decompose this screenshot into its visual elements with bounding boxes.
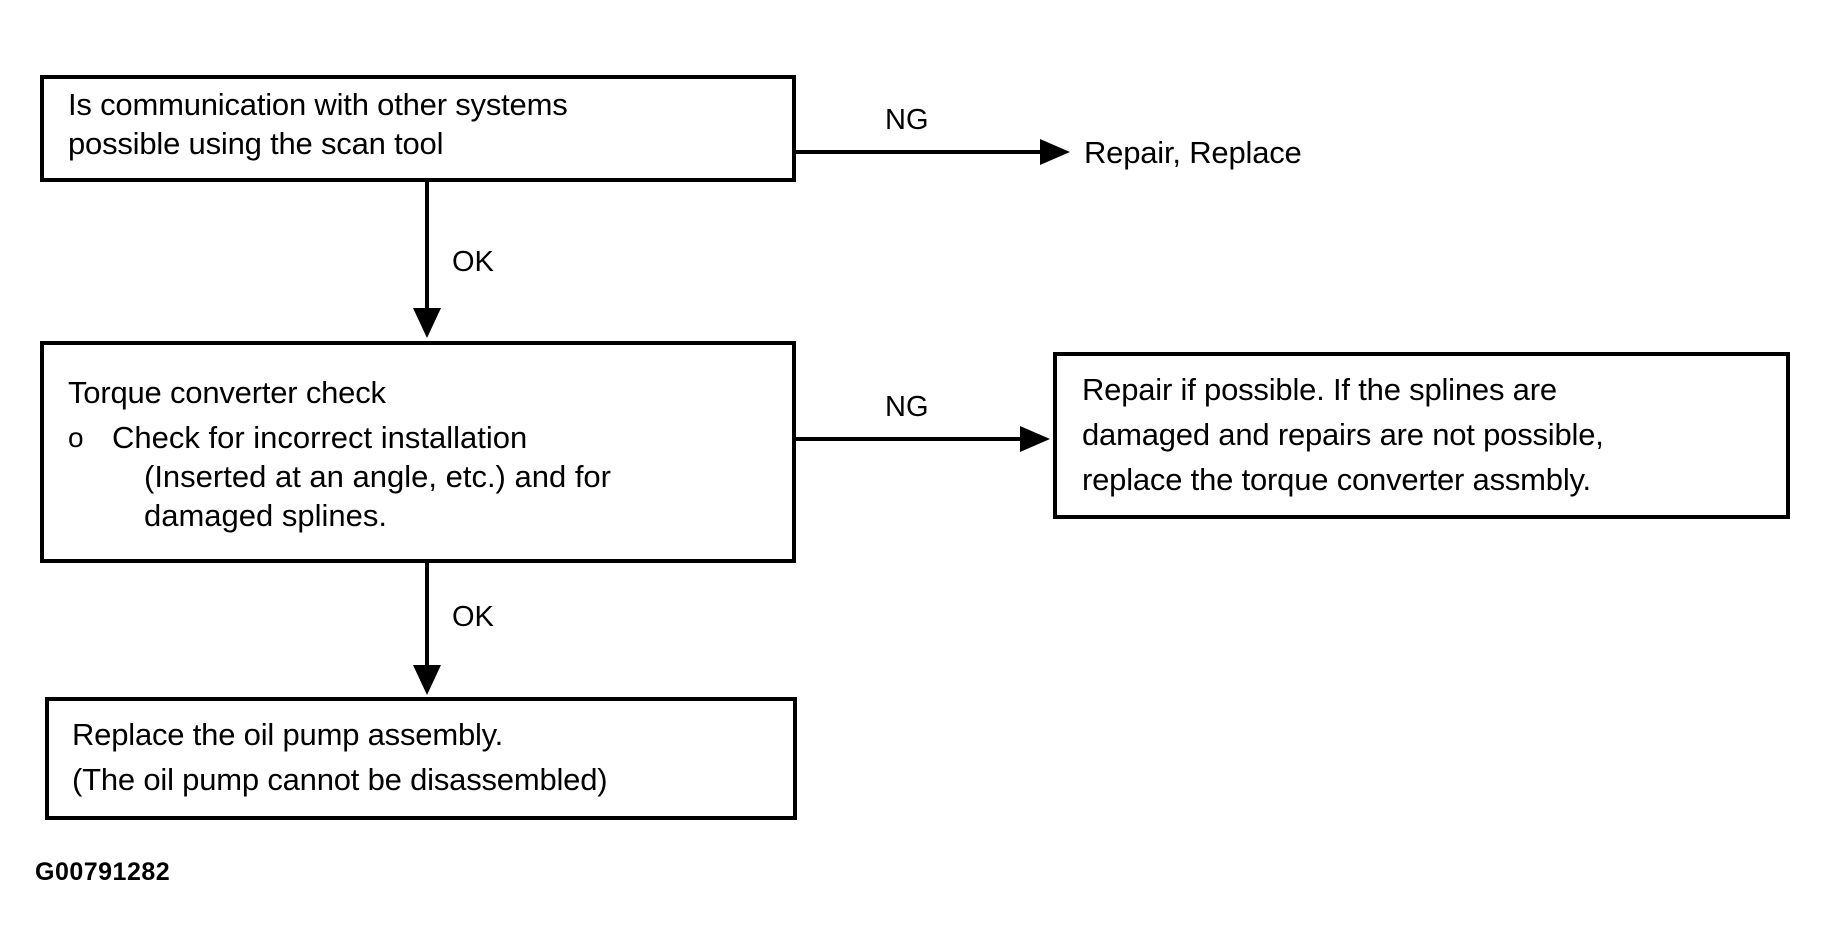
node-torque-converter-bullet: o Check for incorrect installation (Inse… [68,418,768,538]
node-torque-converter-bullet-line1: Check for incorrect installation [112,420,528,455]
edge-ng-communication-line [796,150,1046,154]
node-replace-oil-pump-line2: (The oil pump cannot be disassembled) [72,762,608,797]
node-repair-torque-converter [1053,352,1790,519]
edge-ok-torque-arrowhead [413,665,441,695]
node-check-communication-line2: possible using the scan tool [68,126,444,161]
edge-ng-communication-arrowhead [1040,139,1070,165]
edge-ok-torque-line [425,563,429,691]
node-torque-converter-bullet-line2: (Inserted at an angle, etc.) and for [144,459,611,494]
edge-label-ok-communication: OK [452,246,494,278]
edge-ng-torque-arrowhead [1020,426,1050,452]
node-replace-oil-pump-line1: Replace the oil pump assembly. [72,717,504,752]
node-repair-replace-text: Repair, Replace [1084,135,1302,170]
node-check-communication [40,75,796,182]
node-repair-torque-converter-line2: damaged and repairs are not possible, [1082,417,1604,452]
node-check-communication-line1: Is communication with other systems [68,87,568,122]
figure-reference-code: G00791282 [35,858,171,886]
edge-ok-communication-arrowhead [413,308,441,338]
edge-ng-torque-line [796,437,1024,441]
edge-label-ok-torque: OK [452,601,494,633]
edge-label-ng-communication: NG [885,104,929,136]
edge-ok-communication-line [425,182,429,310]
edge-label-ng-torque: NG [885,391,929,423]
bullet-marker-icon: o [68,422,84,453]
node-repair-torque-converter-line3: replace the torque converter assmbly. [1082,462,1591,497]
node-torque-converter-bullet-line3: damaged splines. [144,498,387,533]
node-replace-oil-pump [45,697,797,820]
node-repair-torque-converter-line1: Repair if possible. If the splines are [1082,372,1557,407]
node-torque-converter-check [40,341,796,563]
node-torque-converter-heading: Torque converter check [68,375,386,410]
